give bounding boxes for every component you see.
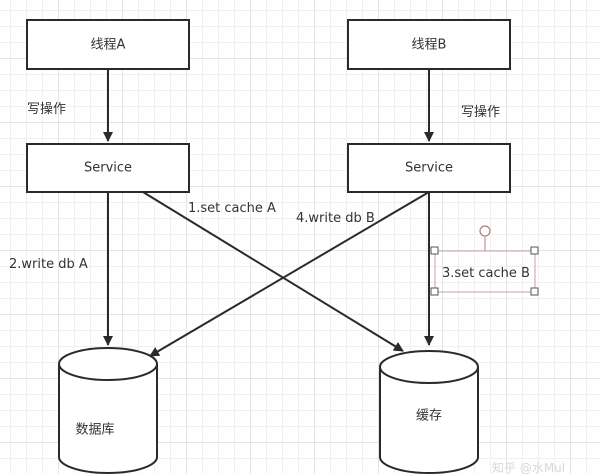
node-database[interactable]: 数据库 [58, 347, 158, 474]
rotate-handle[interactable] [479, 225, 491, 237]
node-service-b-label: Service [405, 161, 453, 176]
resize-handle-top-right[interactable] [530, 246, 539, 255]
resize-handle-bottom-left[interactable] [430, 287, 439, 296]
node-thread-b[interactable]: 线程B [347, 19, 511, 70]
edge-label-thread-a-write: 写操作 [27, 101, 66, 117]
edge-label-write-db-a: 2.write db A [9, 257, 88, 272]
resize-handle-top-left[interactable] [430, 246, 439, 255]
node-service-a-label: Service [84, 161, 132, 176]
edge-label-set-cache-b: 3.set cache B [442, 266, 530, 281]
edge-service-b-to-database[interactable] [149, 191, 430, 357]
edge-label-set-cache-a: 1.set cache A [188, 201, 276, 216]
node-database-label: 数据库 [75, 422, 114, 438]
resize-handle-bottom-right[interactable] [530, 287, 539, 296]
node-thread-a-label: 线程A [91, 38, 126, 53]
selected-label-set-cache-b[interactable]: 3.set cache B [430, 225, 539, 296]
node-cache-label: 缓存 [416, 409, 442, 424]
node-service-b[interactable]: Service [347, 143, 511, 193]
node-cache[interactable]: 缓存 [379, 350, 479, 474]
edge-label-write-db-b: 4.write db B [296, 211, 375, 226]
edge-label-thread-b-write: 写操作 [461, 104, 500, 120]
node-thread-a[interactable]: 线程A [26, 19, 190, 70]
watermark: 知乎 @水Mul [492, 461, 565, 474]
node-service-a[interactable]: Service [26, 143, 190, 193]
edge-service-a-to-cache[interactable] [142, 191, 404, 352]
node-thread-b-label: 线程B [412, 38, 447, 53]
